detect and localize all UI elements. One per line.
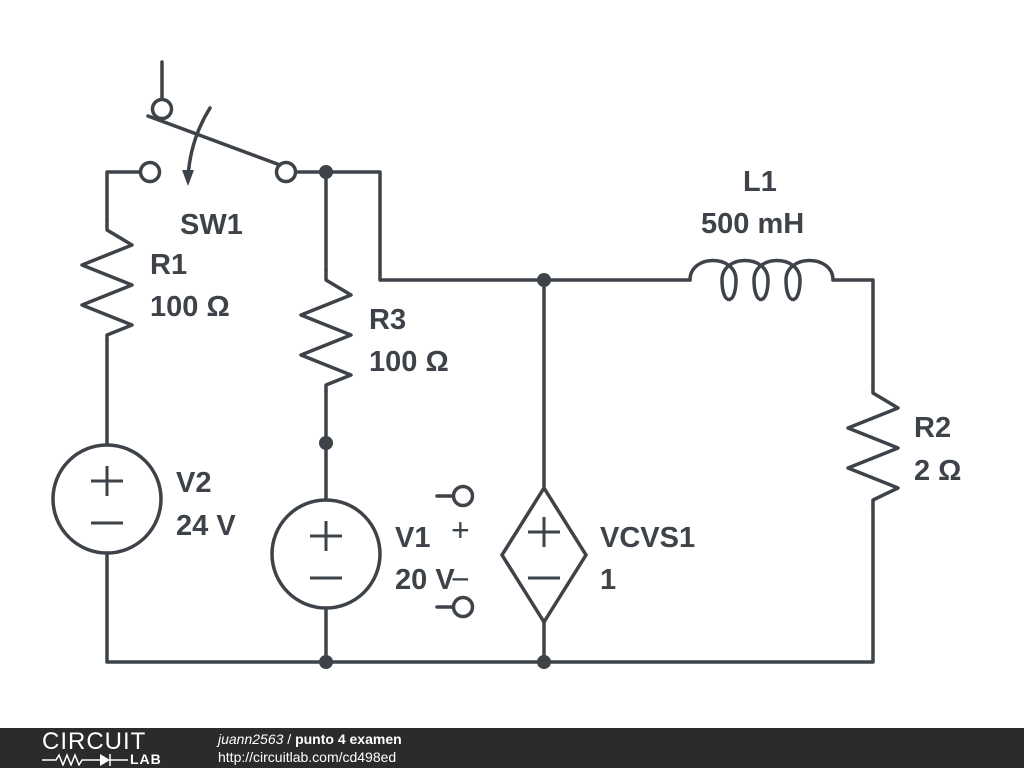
label-vcvs1-name: VCVS1 (600, 522, 695, 554)
switch-pole-terminal (150, 97, 174, 121)
circuitlab-logo[interactable]: CIRCUIT LAB (42, 728, 177, 767)
label-sw1-name: SW1 (180, 209, 243, 241)
label-r3-name: R3 (369, 304, 406, 336)
label-l1-value: 500 mH (701, 208, 804, 240)
junctions (319, 165, 551, 669)
label-r1-name: R1 (150, 249, 187, 281)
label-r2-value: 2 Ω (914, 455, 961, 487)
junction-dot (319, 165, 333, 179)
vcvs-control-port: + − (435, 484, 475, 619)
switch-throw-terminal-left (138, 160, 162, 184)
footer-bar: CIRCUIT LAB juann2563 / punto 4 examen h… (0, 728, 1024, 768)
wire-sw1-to-node (293, 170, 692, 282)
label-v2-value: 24 V (176, 510, 236, 542)
switch-throw-terminal-right (274, 160, 298, 184)
circuit-url[interactable]: http://circuitlab.com/cd498ed (218, 749, 397, 765)
wire-r1-to-sw1 (105, 170, 142, 222)
dependent-source-vcvs1 (499, 484, 589, 626)
label-r3-value: 100 Ω (369, 346, 449, 378)
footer-attribution: juann2563 / punto 4 examen (218, 731, 402, 747)
switch-blade (146, 114, 282, 167)
wire-v2-to-ground (105, 503, 875, 664)
voltage-source-v2 (51, 443, 163, 555)
label-v2-name: V2 (176, 467, 211, 499)
control-minus-sign: − (451, 561, 470, 597)
junction-dot (537, 655, 551, 669)
wire-l1-to-r2 (831, 278, 875, 387)
switch-sw1 (138, 97, 298, 186)
resistor-r3 (299, 268, 353, 394)
label-l1-name: L1 (743, 166, 777, 198)
label-r1-value: 100 Ω (150, 291, 230, 323)
label-v1-value: 20 V (395, 564, 455, 596)
label-vcvs1-value: 1 (600, 564, 616, 596)
voltage-source-v1 (270, 498, 382, 610)
author-link[interactable]: juann2563 (218, 731, 284, 747)
label-r2-name: R2 (914, 412, 951, 444)
junction-dot (319, 655, 333, 669)
logo-text-circuit: CIRCUIT (42, 728, 147, 755)
label-v1-name: V1 (395, 522, 430, 554)
logo-text-lab: LAB (130, 751, 162, 767)
resistor-r2 (846, 383, 900, 507)
circuit-title[interactable]: punto 4 examen (295, 731, 402, 747)
logo-resistor-diode-icon (42, 753, 128, 766)
junction-dot (319, 436, 333, 450)
switch-arrow-head (182, 170, 194, 186)
wires (105, 60, 875, 664)
control-plus-sign: + (451, 512, 470, 548)
attribution-separator: / (283, 731, 296, 747)
resistor-r1 (80, 218, 134, 342)
switch-action-arrow (186, 106, 212, 180)
inductor-l1 (688, 258, 835, 302)
junction-dot (537, 273, 551, 287)
